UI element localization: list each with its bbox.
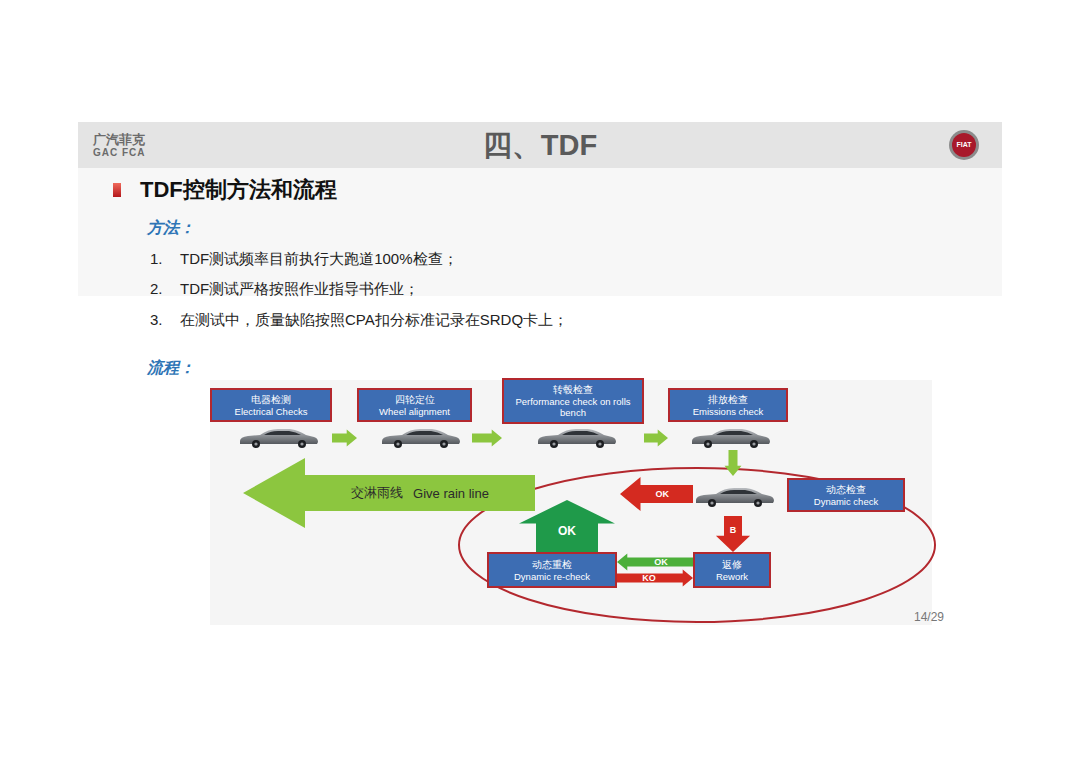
section-heading: TDF控制方法和流程 — [140, 177, 337, 203]
car — [692, 429, 770, 448]
list-number: 1. — [150, 250, 163, 268]
process-node: 电器检测Electrical Checks — [210, 388, 332, 450]
process-box: 动态检查Dynamic check — [787, 478, 905, 512]
diagram-ground — [210, 380, 932, 625]
logo-ring — [949, 130, 979, 160]
car — [696, 488, 774, 507]
process-box: 四轮定位Wheel alignment — [357, 388, 472, 422]
list-item: 在测试中，质量缺陷按照CPA扣分标准记录在SRDQ卡上； — [180, 311, 568, 329]
flow-arrow — [644, 429, 668, 446]
box-title: 动态重检 — [532, 559, 572, 571]
list-item: TDF测试严格按照作业指导书作业； — [180, 280, 419, 298]
bullet — [113, 183, 121, 197]
edge-label: B — [730, 525, 737, 535]
box-title: 转毂检查 — [553, 384, 593, 396]
process-node: 返修Rework — [693, 552, 771, 588]
logo-text: GAC FCA — [93, 147, 146, 159]
logo-disc — [952, 133, 976, 157]
sub-heading: 方法： — [147, 218, 195, 237]
logo-text: FIAT — [956, 141, 971, 149]
list-number: 2. — [150, 280, 163, 298]
arrow-text: 交淋雨线 Give rain line — [309, 480, 531, 506]
box-subtitle: Electrical Checks — [235, 406, 308, 417]
box-subtitle: Wheel alignment — [379, 406, 450, 417]
page-number: 14/29 — [914, 610, 944, 624]
logo-text: 广汽菲克 — [93, 132, 145, 148]
process-box: 排放检查Emissions check — [668, 388, 788, 422]
flow-arrow — [716, 516, 750, 552]
slide-title: 四、TDF — [0, 127, 1080, 163]
list-number: 3. — [150, 311, 163, 329]
box-subtitle: Rework — [716, 571, 748, 582]
process-box: 电器检测Electrical Checks — [210, 388, 332, 422]
box-title: 排放检查 — [708, 394, 748, 406]
process-box: 动态重检Dynamic re-check — [487, 552, 617, 588]
process-node: 四轮定位Wheel alignment — [357, 388, 472, 450]
edge-label: OK — [654, 557, 668, 567]
arrow-node: 交淋雨线 Give rain line — [243, 458, 620, 500]
edge-label: KO — [642, 573, 656, 583]
flow-arrow — [725, 450, 742, 476]
process-node: 转毂检查Performance check on rolls bench — [502, 378, 644, 450]
box-title: 电器检测 — [251, 394, 291, 406]
process-box: 转毂检查Performance check on rolls bench — [502, 378, 644, 424]
box-subtitle: Performance check on rolls bench — [508, 396, 638, 418]
flow-arrow — [617, 570, 693, 587]
box-title: 动态检查 — [826, 484, 866, 496]
flow-arrow — [620, 477, 693, 511]
flow-arrow — [617, 554, 693, 571]
car — [240, 429, 318, 448]
arrow-label: 交淋雨线 — [351, 484, 403, 502]
soft-band — [78, 168, 1002, 296]
big-arrow-fill — [243, 458, 535, 528]
box-title: 返修 — [722, 559, 742, 571]
process-box: 返修Rework — [693, 552, 771, 588]
edge-label: OK — [558, 524, 576, 538]
process-node: 动态检查Dynamic check — [693, 476, 907, 516]
process-node: 动态重检Dynamic re-check — [487, 552, 617, 588]
car — [382, 429, 460, 448]
flow-arrow — [332, 429, 357, 446]
box-subtitle: Dynamic check — [814, 496, 878, 507]
process-node: 排放检查Emissions check — [668, 388, 788, 450]
box-subtitle: Dynamic re-check — [514, 571, 590, 582]
box-subtitle: Emissions check — [693, 406, 764, 417]
box-title: 四轮定位 — [395, 394, 435, 406]
car — [538, 429, 616, 448]
list-item: TDF测试频率目前执行大跑道100%检查； — [180, 250, 458, 268]
sub-heading: 流程： — [147, 358, 195, 377]
arrow-label: Give rain line — [413, 486, 489, 501]
flow-arrow — [472, 429, 502, 446]
edge-label: OK — [656, 489, 670, 499]
